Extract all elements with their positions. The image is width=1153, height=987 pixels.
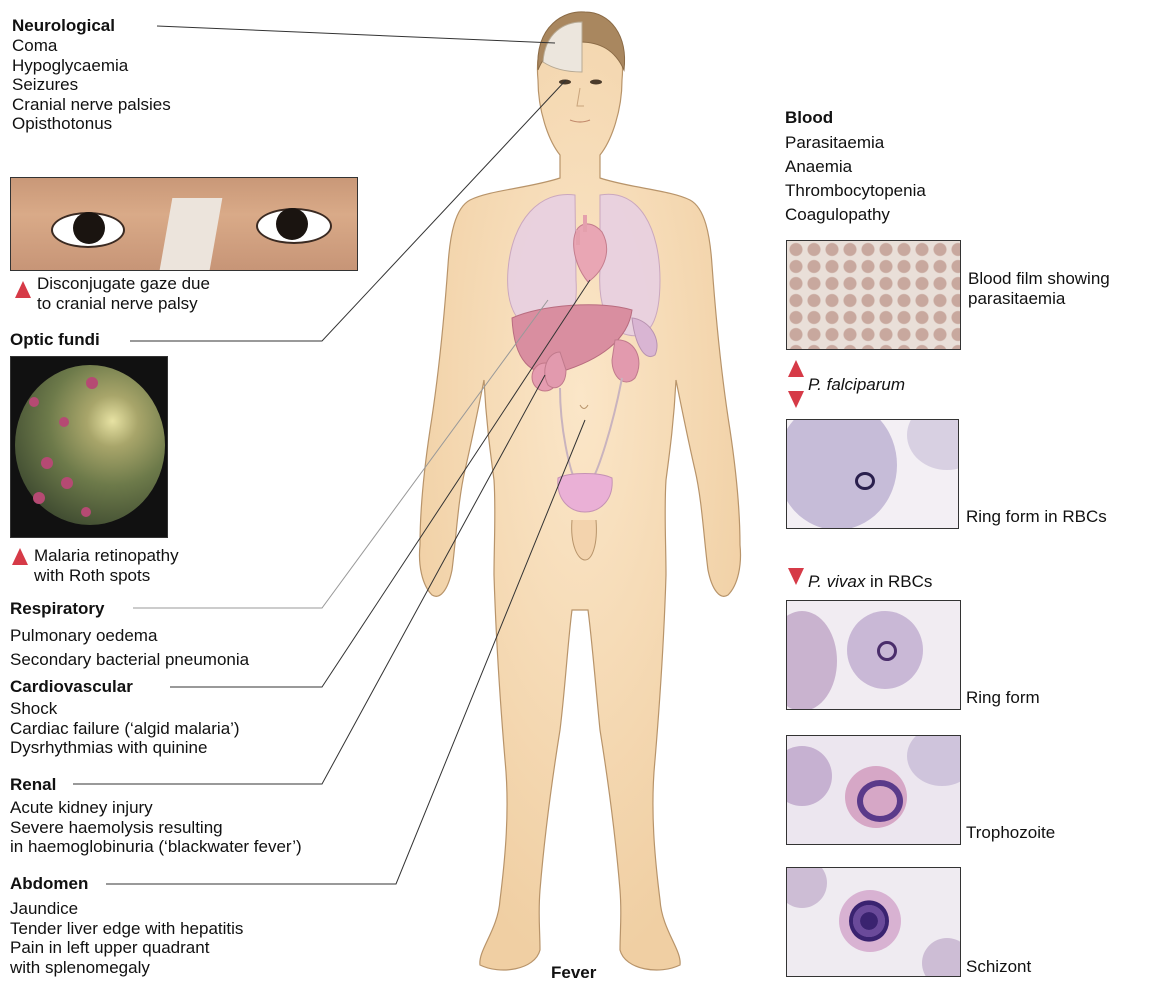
- leader-respiratory: [133, 300, 548, 608]
- list-item: Seizures: [12, 75, 171, 95]
- rbc: [786, 419, 897, 529]
- arrow-up-icon: [15, 281, 31, 298]
- schizont-photo: [786, 867, 961, 977]
- neurological-list: Coma Hypoglycaemia Seizures Cranial nerv…: [12, 36, 171, 134]
- ring-rbc-caption: Ring form in RBCs: [966, 507, 1107, 527]
- schizont-parasite: [849, 900, 889, 942]
- blood-film-caption: Blood film showing parasitaemia: [968, 269, 1110, 309]
- falciparum-label: P. falciparum: [808, 375, 905, 395]
- roth-spot: [59, 417, 69, 427]
- ring-parasite: [855, 472, 875, 490]
- cardiovascular-title: Cardiovascular: [10, 677, 133, 697]
- respiratory-title: Respiratory: [10, 599, 104, 619]
- disconjugate-gaze-photo: [10, 177, 358, 271]
- caption-line: parasitaemia: [968, 289, 1110, 309]
- trophozoite-photo: [786, 735, 961, 845]
- renal-title: Renal: [10, 775, 56, 795]
- arrow-down-icon: [788, 391, 804, 408]
- roth-spot: [33, 492, 45, 504]
- list-item: Jaundice: [10, 899, 243, 919]
- vivax-species: P. vivax: [808, 572, 865, 591]
- ring-form-caption: Ring form: [966, 688, 1040, 708]
- list-item: Thrombocytopenia: [785, 179, 926, 203]
- schizont-caption: Schizont: [966, 957, 1031, 977]
- respiratory-list: Pulmonary oedema Secondary bacterial pne…: [10, 624, 249, 672]
- list-item: Tender liver edge with hepatitis: [10, 919, 243, 939]
- neurological-title: Neurological: [12, 16, 115, 36]
- arrow-up-icon: [788, 360, 804, 377]
- vivax-suffix: in RBCs: [865, 572, 932, 591]
- right-iris: [276, 208, 308, 240]
- list-item: Hypoglycaemia: [12, 56, 171, 76]
- blood-film-photo: [786, 240, 961, 350]
- vivax-label: P. vivax in RBCs: [808, 572, 932, 592]
- list-item: Opisthotonus: [12, 114, 171, 134]
- optic-fundi-title: Optic fundi: [10, 330, 100, 350]
- list-item: Dysrhythmias with quinine: [10, 738, 240, 758]
- list-item: Shock: [10, 699, 240, 719]
- rbc: [922, 938, 961, 977]
- rbc: [907, 735, 961, 786]
- fever-label: Fever: [551, 963, 596, 983]
- rbc: [786, 867, 827, 908]
- list-item: Cranial nerve palsies: [12, 95, 171, 115]
- list-item: Pulmonary oedema: [10, 624, 249, 648]
- list-item: in haemoglobinuria (‘blackwater fever’): [10, 837, 302, 857]
- renal-list: Acute kidney injury Severe haemolysis re…: [10, 798, 302, 857]
- list-item: Cardiac failure (‘algid malaria’): [10, 719, 240, 739]
- gaze-caption: Disconjugate gaze due to cranial nerve p…: [37, 274, 210, 314]
- list-item: with splenomegaly: [10, 958, 243, 978]
- rbc: [786, 746, 832, 806]
- abdomen-title: Abdomen: [10, 874, 88, 894]
- falciparum-ring-photo: [786, 419, 959, 529]
- caption-line: Disconjugate gaze due: [37, 274, 210, 294]
- arrow-down-icon: [788, 568, 804, 585]
- list-item: Severe haemolysis resulting: [10, 818, 302, 838]
- roth-spot: [61, 477, 73, 489]
- arrow-up-icon: [12, 548, 28, 565]
- trophozoite-parasite: [857, 780, 903, 822]
- retinopathy-caption: Malaria retinopathy with Roth spots: [34, 546, 179, 586]
- leader-neurological: [157, 26, 555, 43]
- left-iris: [73, 212, 105, 244]
- list-item: Parasitaemia: [785, 131, 926, 155]
- roth-spot: [81, 507, 91, 517]
- blood-title: Blood: [785, 108, 833, 128]
- list-item: Acute kidney injury: [10, 798, 302, 818]
- cardiovascular-list: Shock Cardiac failure (‘algid malaria’) …: [10, 699, 240, 758]
- list-item: Coma: [12, 36, 171, 56]
- list-item: Anaemia: [785, 155, 926, 179]
- rbc: [786, 611, 837, 710]
- caption-line: to cranial nerve palsy: [37, 294, 210, 314]
- rbc: [907, 419, 959, 470]
- caption-line: with Roth spots: [34, 566, 179, 586]
- vivax-ring-photo: [786, 600, 961, 710]
- ring-parasite: [877, 641, 897, 661]
- roth-spot: [29, 397, 39, 407]
- list-item: Secondary bacterial pneumonia: [10, 648, 249, 672]
- caption-line: Blood film showing: [968, 269, 1110, 289]
- fundus-photo: [10, 356, 168, 538]
- nasal-dressing: [160, 198, 223, 270]
- list-item: Coagulopathy: [785, 203, 926, 227]
- blood-list: Parasitaemia Anaemia Thrombocytopenia Co…: [785, 131, 926, 227]
- roth-spot: [86, 377, 98, 389]
- caption-line: Malaria retinopathy: [34, 546, 179, 566]
- trophozoite-caption: Trophozoite: [966, 823, 1055, 843]
- list-item: Pain in left upper quadrant: [10, 938, 243, 958]
- abdomen-list: Jaundice Tender liver edge with hepatiti…: [10, 899, 243, 977]
- roth-spot: [41, 457, 53, 469]
